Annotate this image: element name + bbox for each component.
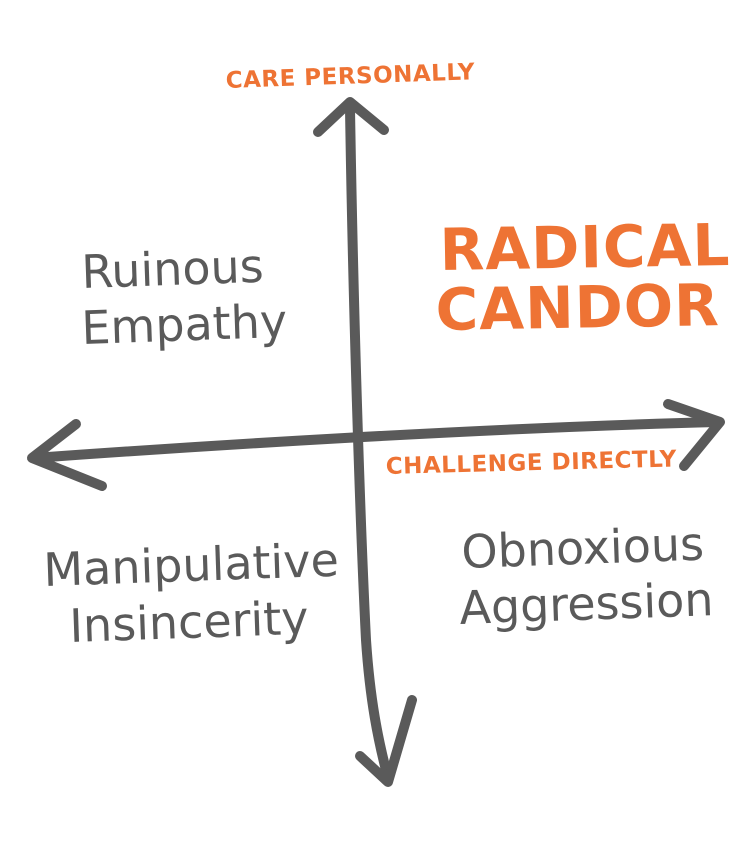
right-arrowhead bbox=[663, 399, 725, 471]
manipulative-insincerity-line-2: Insincerity bbox=[68, 591, 309, 653]
obnoxious-aggression-quadrant: Obnoxious Aggression bbox=[458, 517, 714, 635]
left-arrowhead bbox=[27, 419, 107, 491]
ruinous-empathy-line-2: Empathy bbox=[80, 294, 287, 355]
vertical-axis-line bbox=[345, 103, 393, 783]
ruinous-empathy-quadrant: Ruinous Empathy bbox=[80, 239, 287, 355]
ruinous-empathy-line-1: Ruinous bbox=[80, 239, 264, 299]
down-arrowhead bbox=[355, 695, 417, 787]
obnoxious-aggression-line-1: Obnoxious bbox=[460, 517, 704, 579]
radical-candor-line-2: CANDOR bbox=[435, 271, 720, 344]
care-personally-label: CARE PERSONALLY bbox=[225, 59, 475, 94]
radical-candor-quadrant: RADICAL CANDOR bbox=[435, 211, 731, 344]
challenge-directly-axis bbox=[27, 399, 725, 491]
horizontal-axis-line bbox=[29, 417, 723, 463]
up-arrowhead bbox=[313, 97, 389, 137]
manipulative-insincerity-quadrant: Manipulative Insincerity bbox=[42, 533, 339, 653]
obnoxious-aggression-line-2: Aggression bbox=[458, 572, 714, 635]
care-personally-axis bbox=[313, 97, 417, 787]
challenge-directly-label: CHALLENGE DIRECTLY bbox=[385, 446, 677, 480]
radical-candor-line-1: RADICAL bbox=[439, 211, 731, 284]
manipulative-insincerity-line-1: Manipulative bbox=[42, 533, 339, 597]
